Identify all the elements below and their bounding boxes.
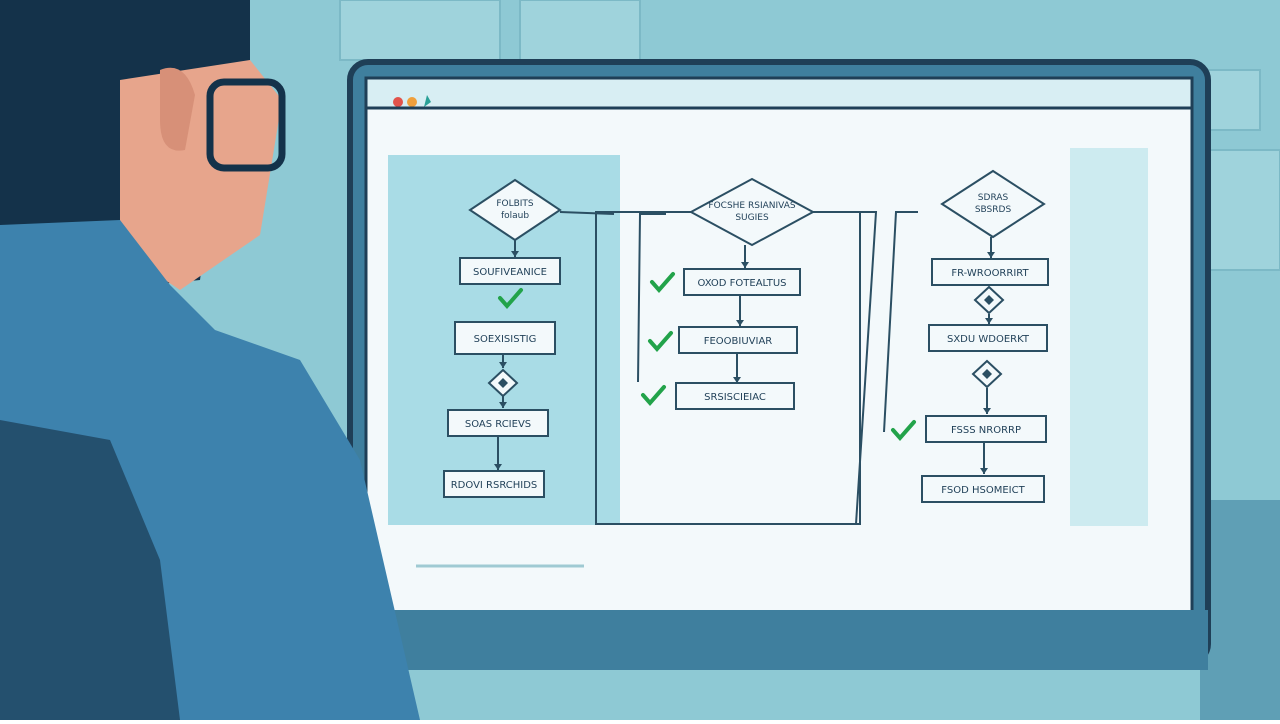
right-step-box	[931, 258, 1049, 286]
wall-panel	[1199, 149, 1280, 271]
left-step-box	[454, 321, 556, 355]
arrowhead-icon	[985, 318, 993, 324]
right-side-panel	[1070, 148, 1148, 526]
arrowhead-icon	[494, 464, 502, 470]
left-step-box	[443, 470, 545, 498]
arrowhead-icon	[499, 362, 507, 368]
decision-marker-icon	[984, 295, 994, 305]
arrowhead-icon	[736, 320, 744, 326]
left-step-label: RDOVI RSRCHIDS	[451, 480, 538, 491]
right-step-label: FR-WROORRIRT	[951, 268, 1029, 279]
flow-connector	[559, 211, 615, 215]
glasses-icon	[206, 78, 286, 172]
middle-decision-node	[688, 177, 816, 247]
right-step-label: FSOD HSOMEICT	[941, 485, 1025, 496]
arrowhead-icon	[733, 377, 741, 383]
right-step-box	[928, 324, 1048, 352]
left-step-label: SOEXISISTIG	[474, 334, 537, 345]
left-step-box	[447, 409, 549, 437]
arrowhead-icon	[983, 408, 991, 414]
checkmark-icon	[641, 385, 666, 407]
checkmark-icon	[650, 272, 675, 294]
person-ear	[160, 67, 195, 151]
right-decision-label: SBSRDS	[975, 205, 1012, 215]
decision-marker-icon	[498, 378, 508, 388]
desk-shadow	[1200, 500, 1280, 720]
orange-dot-icon[interactable]	[407, 97, 417, 107]
flow-connector	[818, 211, 878, 525]
middle-step-box	[678, 326, 798, 354]
right-step-box	[925, 415, 1047, 443]
checkmark-icon	[648, 331, 673, 353]
middle-step-label: SRSISCIEIAC	[704, 392, 766, 403]
right-step-box	[921, 475, 1045, 503]
arrowhead-icon	[987, 252, 995, 258]
wall-panel	[519, 0, 641, 61]
person-shirt-shadow	[0, 420, 180, 720]
right-step-label: FSSS NRORRP	[951, 425, 1021, 436]
right-step-label: SXDU WDOERKT	[947, 334, 1030, 345]
left-step-label: SOAS RCIEVS	[465, 419, 531, 430]
right-decision-node	[940, 169, 1046, 239]
wall-panel	[339, 0, 501, 61]
middle-decision-label: FOCSHE RSIANIVAS	[708, 201, 795, 211]
flow-connector	[883, 211, 918, 433]
teal-leaf-icon[interactable]	[424, 95, 431, 107]
middle-step-box	[683, 268, 801, 296]
middle-decision-label: SUGIES	[735, 213, 769, 223]
middle-step-label: OXOD FOTEALTUS	[697, 278, 786, 289]
flow-connector	[637, 213, 666, 383]
monitor-bezel-bottom	[350, 610, 1208, 670]
right-decision-label: SDRAS	[978, 193, 1009, 203]
left-decision-label: FOLBITS	[496, 199, 534, 209]
arrowhead-icon	[499, 402, 507, 408]
left-decision-label: folaub	[501, 211, 529, 221]
middle-step-label: FEOOBIUVIAR	[704, 336, 773, 347]
left-step-label: SOUFIVEANICE	[473, 267, 547, 278]
arrowhead-icon	[980, 468, 988, 474]
left-step-box	[459, 257, 561, 285]
arrowhead-icon	[741, 262, 749, 268]
middle-step-box	[675, 382, 795, 410]
red-dot-icon[interactable]	[393, 97, 403, 107]
arrowhead-icon	[511, 251, 519, 257]
checkmark-icon	[498, 288, 523, 310]
decision-marker-icon	[982, 369, 992, 379]
browser-toolbar	[364, 76, 1194, 110]
checkmark-icon	[891, 420, 916, 442]
